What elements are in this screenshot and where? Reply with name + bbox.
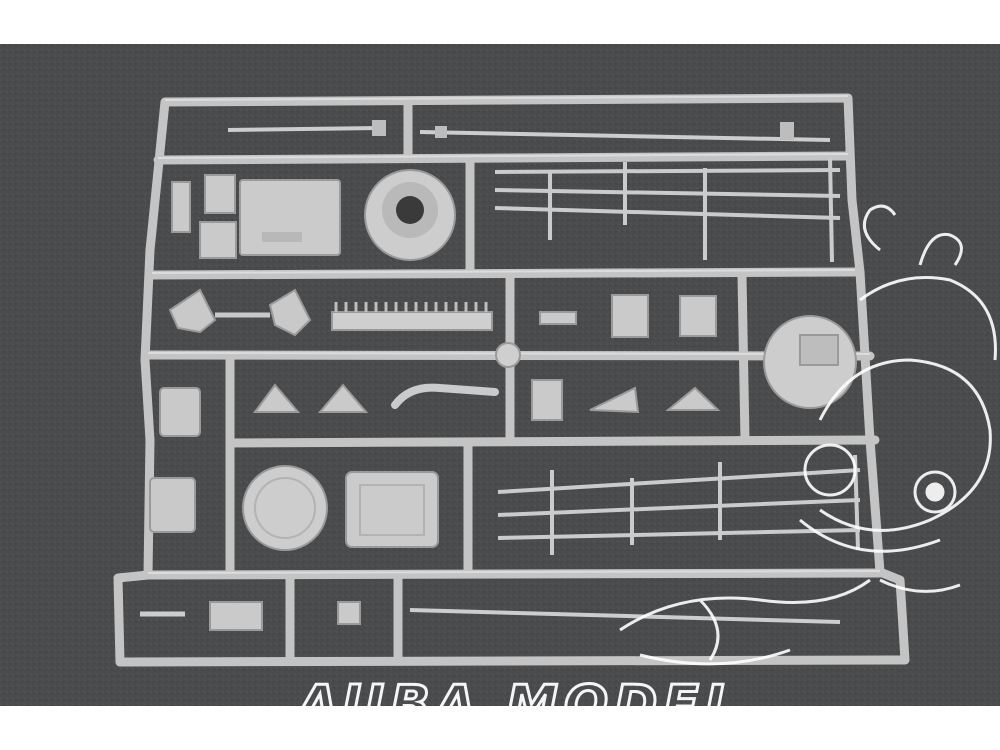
mount-parts	[539, 294, 717, 338]
sprue-frame	[113, 93, 910, 667]
bottom-parts	[209, 601, 361, 631]
antenna-rod-top	[227, 120, 831, 142]
small-box-part	[531, 379, 563, 421]
round-hatch-right	[763, 315, 857, 409]
round-hatch-bottom	[242, 465, 328, 551]
antenna-rod-bottom	[409, 608, 841, 624]
side-bracket-parts	[149, 387, 201, 533]
sprue-hub	[495, 342, 521, 368]
lower-railing	[497, 454, 861, 555]
road-wheel	[364, 169, 456, 261]
upper-railing	[494, 157, 841, 263]
bracket-parts-left	[168, 288, 312, 337]
top-white-band	[0, 0, 1000, 44]
watermark-mascot	[619, 204, 997, 666]
square-hatch-bottom	[345, 471, 439, 548]
comb-part	[331, 302, 493, 331]
small-block-parts	[171, 174, 237, 259]
bottom-white-band	[0, 706, 1000, 750]
triangle-parts	[253, 383, 721, 414]
curved-lever	[391, 383, 499, 409]
hatch-plate	[239, 179, 341, 256]
